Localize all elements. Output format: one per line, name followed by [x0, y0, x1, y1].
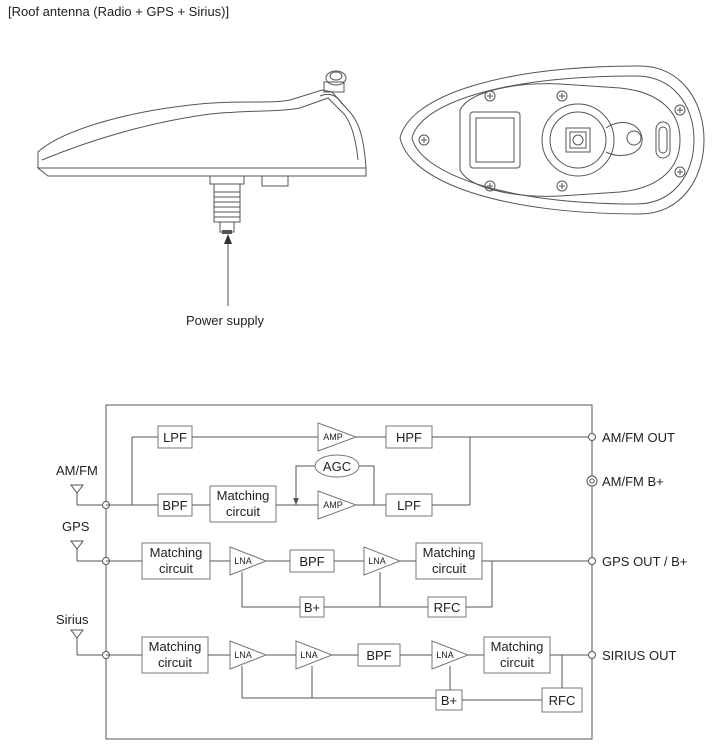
bpf-sirius-label: BPF	[366, 648, 391, 663]
matching-gps-in-label-1: Matching	[150, 545, 203, 560]
matching-circuit-amfm	[209, 485, 277, 523]
antenna-bottom-view	[399, 65, 705, 215]
matching-sirius-in-label-1: Matching	[149, 639, 202, 654]
input-label-gps: GPS	[62, 519, 90, 534]
bpf-gps-label: BPF	[299, 554, 324, 569]
module-outline	[105, 404, 593, 740]
lna-sirius-3-label: LNA	[436, 650, 454, 660]
screw-icon	[418, 90, 686, 192]
amp-triangle-bottom	[317, 490, 358, 520]
rfc-sirius-label: RFC	[549, 693, 576, 708]
antenna-side-view	[36, 70, 367, 306]
lna-sirius-1-label: LNA	[234, 650, 252, 660]
matching-gps-out-label-2: circuit	[432, 561, 466, 576]
lna-triangle-sirius-1	[229, 640, 268, 670]
matching-circuit-sirius-in	[141, 636, 209, 674]
hpf-label: HPF	[396, 430, 422, 445]
bpf-amfm-label: BPF	[162, 498, 187, 513]
amp-top-label: AMP	[323, 432, 343, 442]
lna-gps-1-label: LNA	[234, 556, 252, 566]
matching-circuit-gps-in	[141, 542, 211, 580]
input-label-amfm: AM/FM	[56, 463, 98, 478]
matching-sirius-out-label-1: Matching	[491, 639, 544, 654]
figure-caption: [Roof antenna (Radio + GPS + Sirius)]	[8, 4, 230, 19]
bplus-gps-label: B+	[304, 600, 320, 615]
matching-sirius-out-label-2: circuit	[500, 655, 534, 670]
output-label-sirius-out: SIRIUS OUT	[602, 648, 676, 663]
matching-amfm-label-2: circuit	[226, 504, 260, 519]
amp-bottom-label: AMP	[323, 500, 343, 510]
matching-sirius-in-label-2: circuit	[158, 655, 192, 670]
power-supply-label: Power supply	[186, 313, 265, 328]
matching-gps-out-label-1: Matching	[423, 545, 476, 560]
matching-amfm-label-1: Matching	[217, 488, 270, 503]
matching-gps-in-label-2: circuit	[159, 561, 193, 576]
output-label-amfm-bplus: AM/FM B+	[602, 474, 664, 489]
terminal-gps-out	[588, 557, 596, 565]
lna-triangle-sirius-3	[431, 640, 470, 670]
lna-triangle-gps-1	[229, 546, 268, 576]
input-label-sirius: Sirius	[56, 612, 89, 627]
lna-triangle-gps-2	[363, 546, 402, 576]
lpf-top-label: LPF	[163, 430, 187, 445]
terminal-amfm-out	[588, 433, 596, 441]
lna-sirius-2-label: LNA	[300, 650, 318, 660]
lna-triangle-sirius-2	[295, 640, 334, 670]
antenna-icon	[70, 484, 106, 506]
matching-circuit-gps-out	[415, 542, 483, 580]
lna-gps-2-label: LNA	[368, 556, 386, 566]
lpf-bottom-label: LPF	[397, 498, 421, 513]
bplus-sirius-label: B+	[441, 693, 457, 708]
matching-circuit-sirius-out	[483, 636, 551, 674]
output-label-gps-out: GPS OUT / B+	[602, 554, 687, 569]
amp-triangle-top	[317, 422, 358, 452]
agc-label: AGC	[323, 459, 351, 474]
antenna-icon	[70, 629, 106, 656]
rfc-gps-label: RFC	[434, 600, 461, 615]
terminal-sirius-out	[588, 651, 596, 659]
antenna-icon	[70, 540, 106, 562]
output-label-amfm-out: AM/FM OUT	[602, 430, 675, 445]
